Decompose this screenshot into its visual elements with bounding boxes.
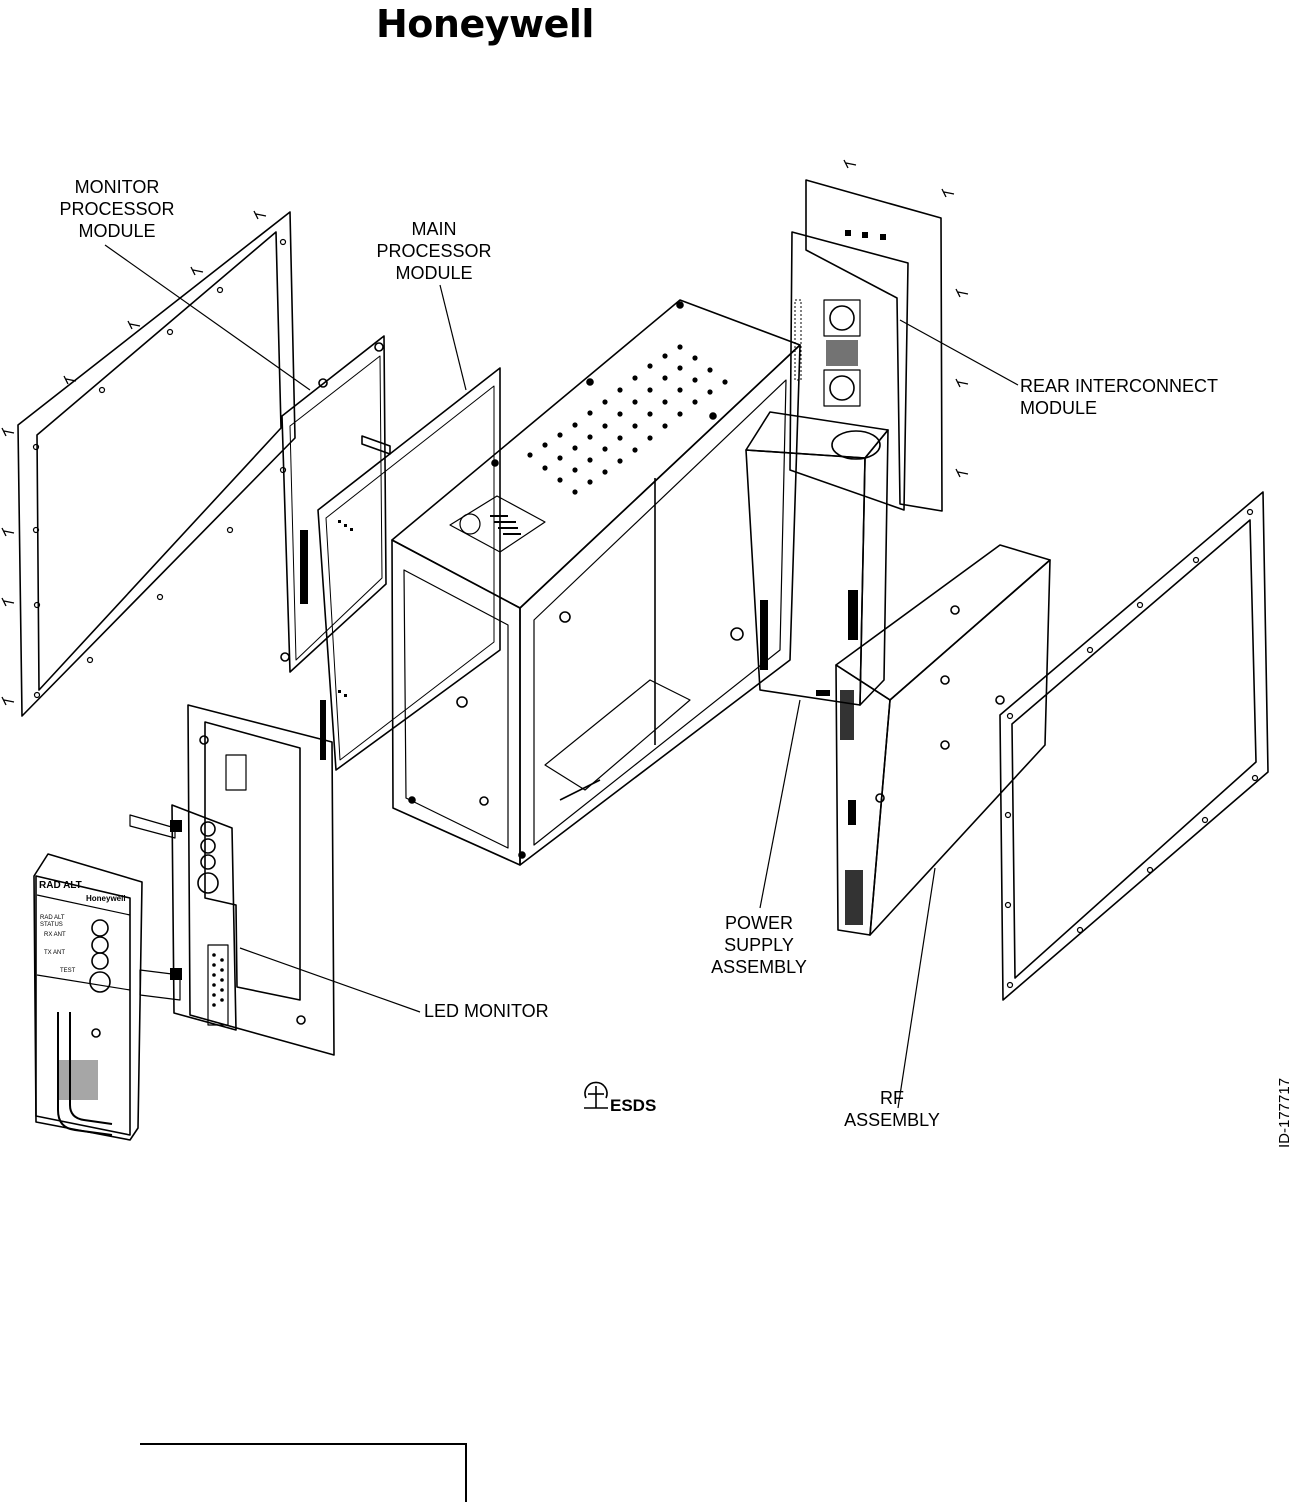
label-main-processor-module: MAIN PROCESSOR MODULE: [368, 218, 500, 284]
leader-lines: [105, 245, 1018, 1108]
led-monitor-board: [130, 805, 236, 1030]
label-rear-interconnect-module: REAR INTERCONNECT MODULE: [1020, 375, 1260, 419]
left-frame-screws: [2, 211, 266, 705]
label-led-monitor: LED MONITOR: [424, 1000, 584, 1022]
front-panel-indicator-rx: RX ANT: [44, 932, 66, 938]
monitor-processor-board: [281, 336, 390, 672]
rear-interconnect-module: [790, 180, 942, 511]
front-panel-indicator-tx: TX ANT: [44, 950, 65, 956]
front-panel-indicator-status: RAD ALT STATUS: [40, 915, 86, 929]
honeywell-logo: Honeywell: [376, 2, 594, 46]
page-footer-box: [140, 1443, 467, 1502]
figure-id: ID-177717: [1276, 1078, 1293, 1148]
label-monitor-processor-module: MONITOR PROCESSOR MODULE: [52, 176, 182, 242]
rf-assembly: [836, 545, 1050, 935]
esds-marker: ESDS: [582, 1082, 656, 1116]
label-rf-assembly: RF ASSEMBLY: [834, 1087, 950, 1131]
front-panel-title: RAD ALT: [39, 880, 82, 891]
front-mounting-plate: [188, 705, 334, 1055]
main-chassis: [392, 300, 800, 865]
front-panel-brand: Honeywell: [86, 894, 126, 903]
chassis-vent-holes: [527, 344, 727, 494]
power-supply-assembly: [746, 412, 888, 705]
main-processor-board: [318, 368, 500, 770]
label-power-supply-assembly: POWER SUPPLY ASSEMBLY: [700, 912, 818, 978]
left-gasket-frame: [18, 212, 295, 716]
esds-label: ESDS: [610, 1096, 656, 1116]
front-panel-indicator-test: TEST: [60, 968, 75, 974]
